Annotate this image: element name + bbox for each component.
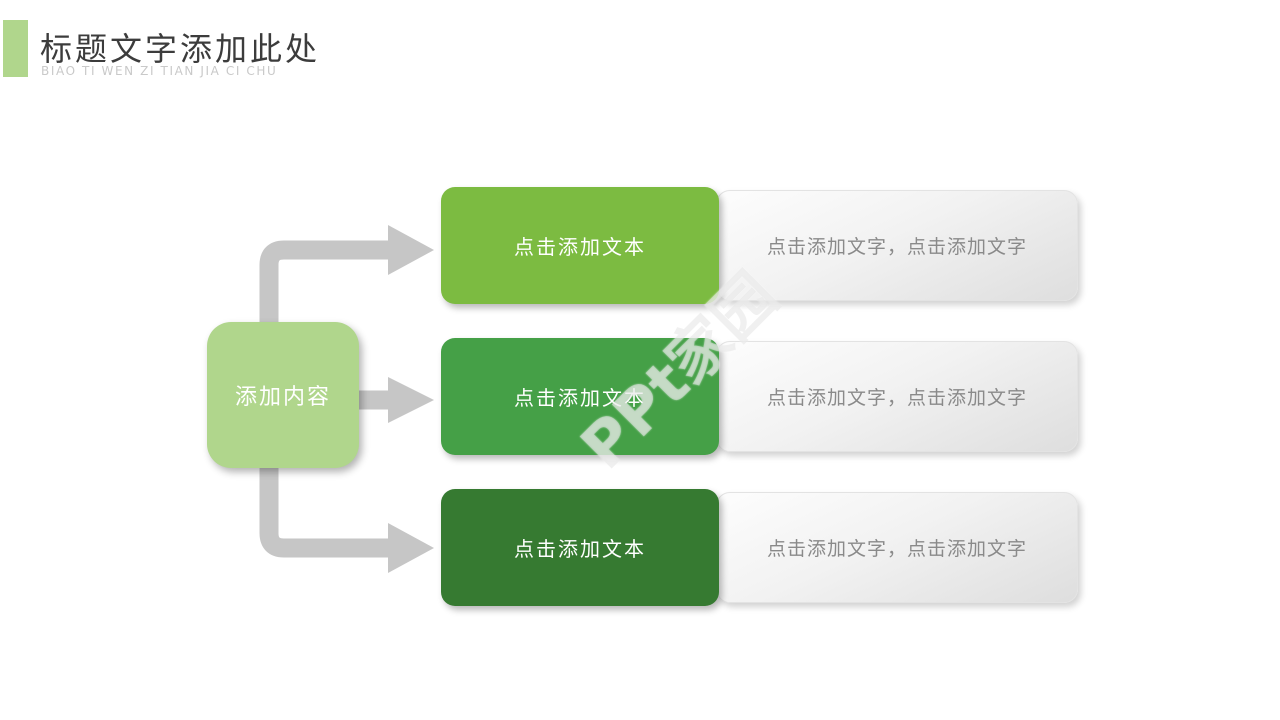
label-box-2[interactable]: 点击添加文本	[441, 338, 719, 455]
label-text-2: 点击添加文本	[514, 386, 646, 410]
description-box-1[interactable]: 点击添加文字，点击添加文字	[716, 190, 1078, 301]
arrow-top	[259, 225, 434, 345]
diagram-row-2: 点击添加文字，点击添加文字 点击添加文本	[0, 338, 1280, 456]
root-content-box[interactable]: 添加内容	[207, 322, 359, 468]
label-box-3[interactable]: 点击添加文本	[441, 489, 719, 606]
page-title: 标题文字添加此处	[40, 30, 321, 68]
description-text-3: 点击添加文字，点击添加文字	[766, 538, 1027, 560]
label-box-1[interactable]: 点击添加文本	[441, 187, 719, 304]
diagram-row-3: 点击添加文字，点击添加文字 点击添加文本	[0, 489, 1280, 607]
page-subtitle: BIAO TI WEN ZI TIAN JIA CI CHU	[41, 64, 278, 78]
description-text-2: 点击添加文字，点击添加文字	[766, 387, 1027, 409]
title-accent-bar	[3, 20, 28, 77]
root-content-label: 添加内容	[234, 385, 331, 410]
diagram-row-1: 点击添加文字，点击添加文字 点击添加文本	[0, 187, 1280, 305]
arrow-middle	[352, 377, 434, 423]
label-text-3: 点击添加文本	[514, 537, 646, 561]
arrow-bottom	[259, 445, 434, 573]
description-box-2[interactable]: 点击添加文字，点击添加文字	[716, 341, 1078, 452]
label-text-1: 点击添加文本	[514, 235, 646, 259]
description-text-1: 点击添加文字，点击添加文字	[766, 236, 1027, 258]
description-box-3[interactable]: 点击添加文字，点击添加文字	[716, 492, 1078, 603]
